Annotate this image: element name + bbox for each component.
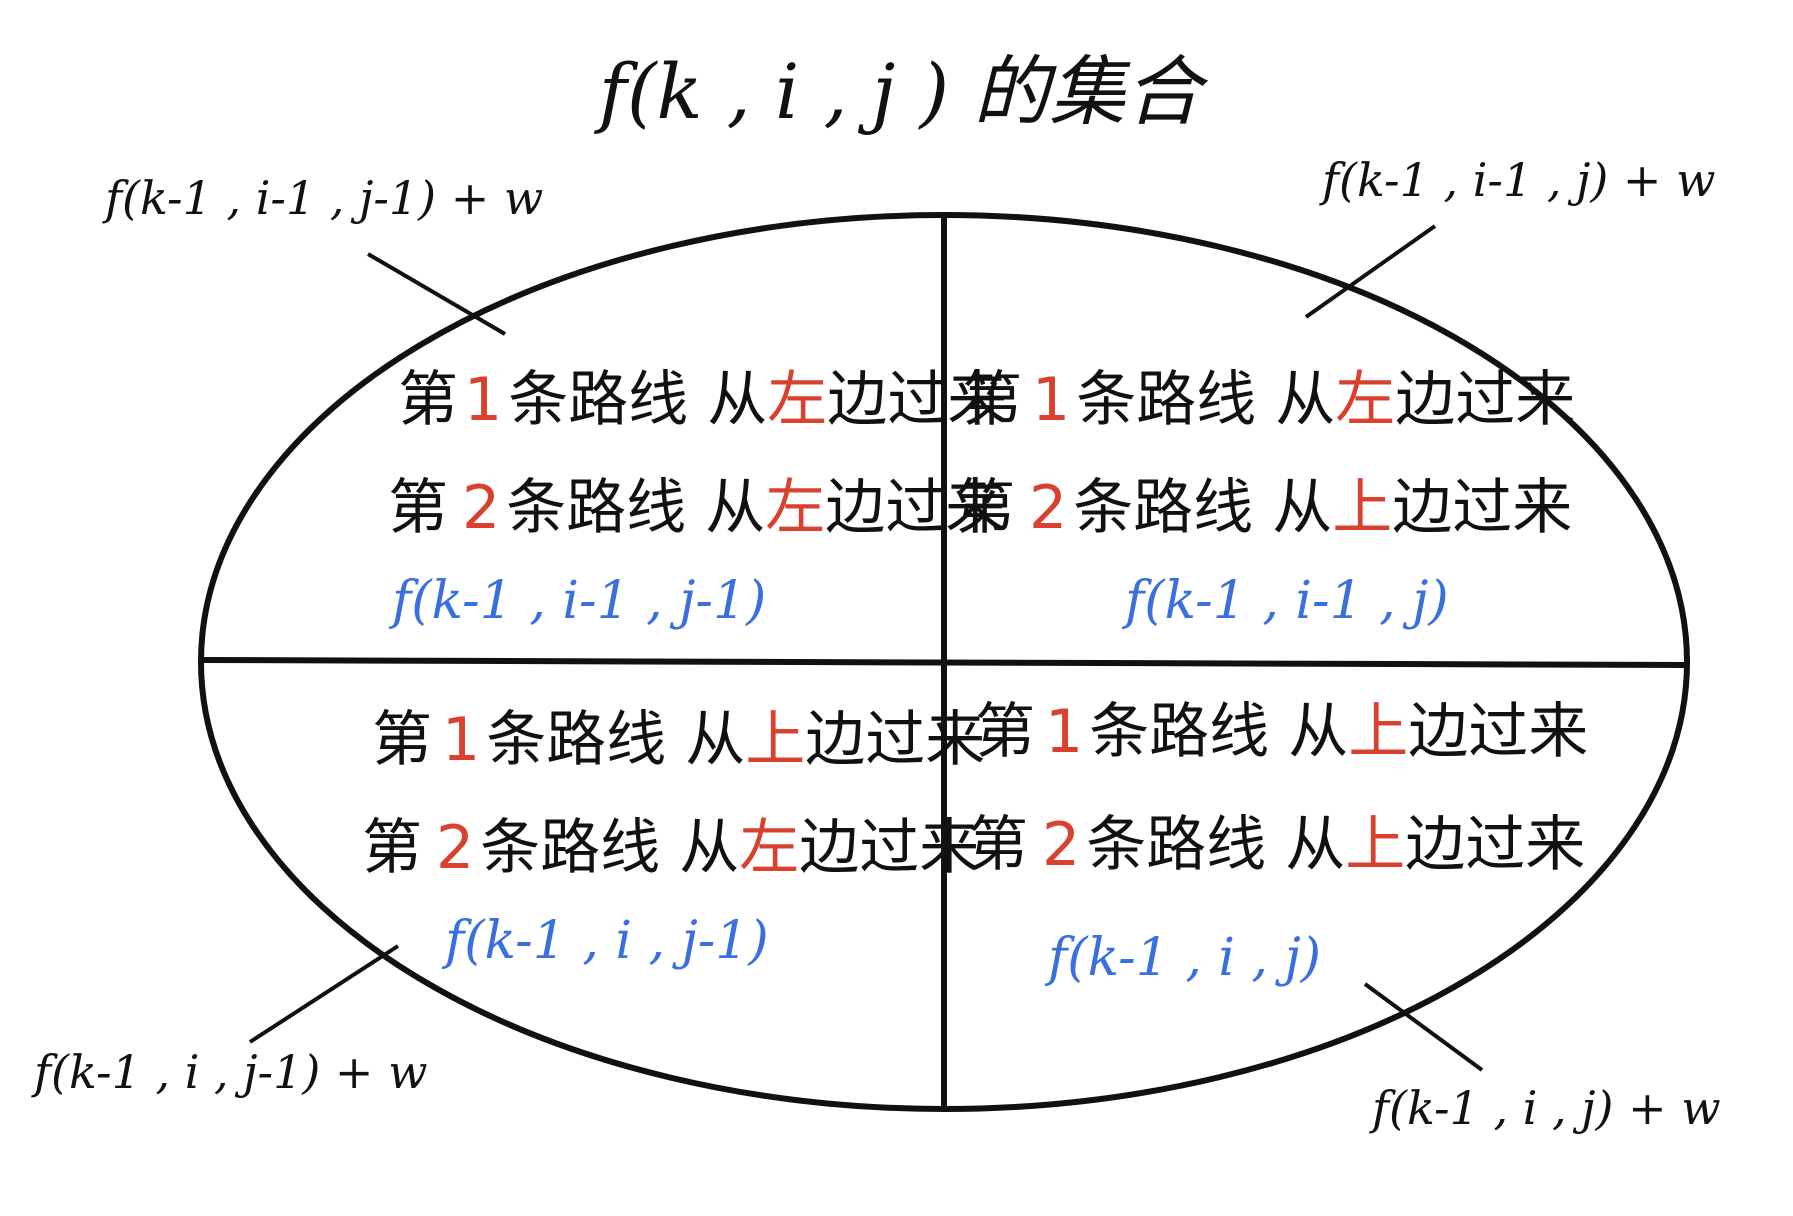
route-ordinal-prefix: 第	[388, 473, 448, 543]
route-text: 条路线 从	[508, 365, 767, 435]
route-suffix: 边过来	[805, 705, 985, 775]
route-direction: 上	[1345, 810, 1405, 880]
route-suffix: 边过来	[827, 365, 1007, 435]
route-direction: 左	[767, 365, 827, 435]
route-direction: 上	[1332, 473, 1392, 543]
top-left-formula: f(k-1 , i-1 , j-1)	[388, 571, 766, 631]
route-text: 条路线 从	[1073, 473, 1332, 543]
set-ellipse	[198, 212, 1690, 1112]
route-ordinal-prefix: 第	[975, 697, 1035, 767]
route-suffix: 边过来	[1405, 810, 1585, 880]
horizontal-divider	[201, 657, 1687, 668]
route-suffix: 边过来	[1395, 365, 1575, 435]
route-text: 条路线 从	[1086, 810, 1345, 880]
route-text: 条路线 从	[486, 705, 745, 775]
route-number: 2	[1029, 473, 1067, 543]
leader-line-bottom-right	[1363, 982, 1484, 1072]
route-direction: 左	[1335, 365, 1395, 435]
diagram-title: f(k , i , j ) 的集合	[594, 47, 1209, 136]
route-text: 条路线 从	[506, 473, 765, 543]
bottom-left-formula: f(k-1 , i , j-1)	[441, 911, 769, 971]
bottom-right-formula: f(k-1 , i , j)	[1044, 928, 1321, 988]
route-suffix: 边过来	[799, 813, 979, 883]
outer-label-bottom-left: f(k-1 , i , j-1) + w	[31, 1045, 427, 1099]
leader-line-bottom-left	[248, 944, 400, 1044]
route-direction: 左	[765, 473, 825, 543]
route-text: 条路线 从	[480, 813, 739, 883]
route-direction: 上	[745, 705, 805, 775]
route-suffix: 边过来	[825, 473, 1005, 543]
leader-line-top-left	[366, 252, 507, 336]
top-right-formula: f(k-1 , i-1 , j)	[1121, 571, 1449, 631]
outer-label-top-left: f(k-1 , i-1 , j-1) + w	[102, 171, 543, 225]
route-number: 1	[442, 705, 480, 775]
route-number: 1	[1032, 365, 1070, 435]
route-number: 1	[1045, 697, 1083, 767]
route-ordinal-prefix: 第	[398, 365, 458, 435]
route-number: 2	[1042, 810, 1080, 880]
route-direction: 上	[1348, 697, 1408, 767]
route-ordinal-prefix: 第	[362, 813, 422, 883]
route-direction: 左	[739, 813, 799, 883]
route-ordinal-prefix: 第	[968, 810, 1028, 880]
route-ordinal-prefix: 第	[962, 365, 1022, 435]
route-ordinal-prefix: 第	[955, 473, 1015, 543]
route-text: 条路线 从	[1076, 365, 1335, 435]
route-number: 2	[462, 473, 500, 543]
route-suffix: 边过来	[1408, 697, 1588, 767]
route-text: 条路线 从	[1089, 697, 1348, 767]
route-number: 2	[436, 813, 474, 883]
outer-label-bottom-right: f(k-1 , i , j) + w	[1369, 1081, 1721, 1135]
route-suffix: 边过来	[1392, 473, 1572, 543]
outer-label-top-right: f(k-1 , i-1 , j) + w	[1319, 153, 1715, 207]
leader-line-top-right	[1304, 224, 1437, 319]
route-ordinal-prefix: 第	[372, 705, 432, 775]
route-number: 1	[464, 365, 502, 435]
